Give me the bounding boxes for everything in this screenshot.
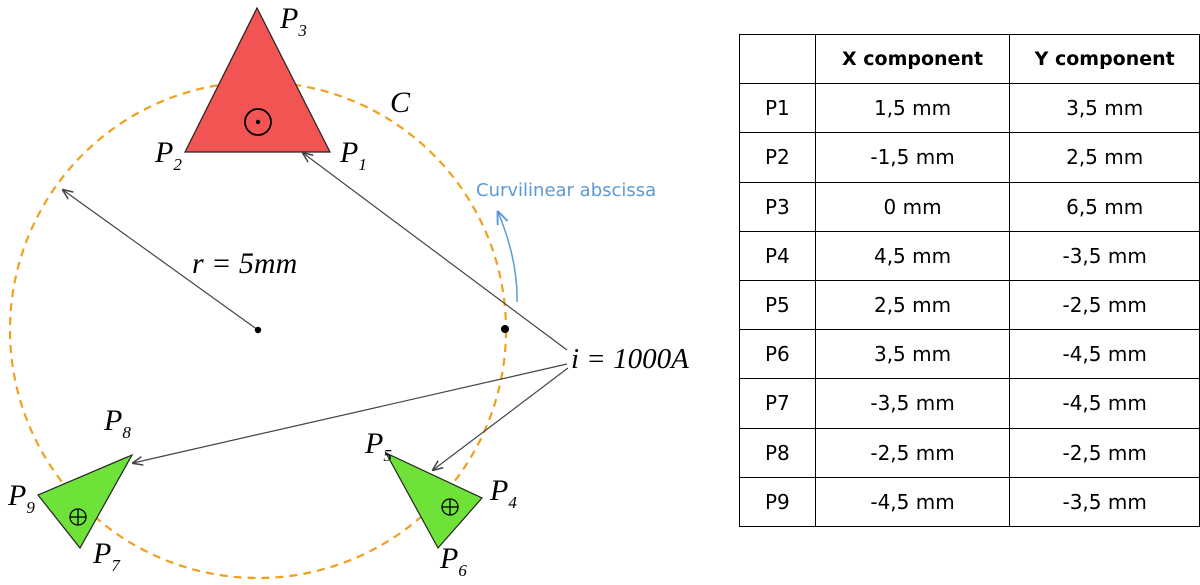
table-cell: 2,5 mm	[814, 279, 1011, 331]
dot-in-circle-icon	[244, 108, 272, 136]
table-row: P4 4,5 mm -3,5 mm	[739, 230, 1200, 281]
table-header-cell: Y component	[1009, 33, 1200, 85]
radius-label: r = 5mm	[192, 247, 297, 280]
table-cell: P5	[739, 279, 816, 331]
label-p9: P9	[7, 479, 35, 517]
table-cell: -3,5 mm	[1009, 476, 1200, 527]
red-conductor	[184, 6, 331, 153]
arrow-to-p5	[433, 367, 569, 470]
table-row: P3 0 mm 6,5 mm	[739, 181, 1200, 232]
table-row: P9 -4,5 mm -3,5 mm	[739, 476, 1200, 527]
table-cell: P4	[739, 230, 816, 281]
coordinates-table-wrapper: X component Y component P1 1,5 mm 3,5 mm…	[739, 33, 1200, 527]
table-cell: P1	[739, 83, 816, 134]
coordinates-table: X component Y component P1 1,5 mm 3,5 mm…	[739, 33, 1200, 527]
point-on-circle	[501, 325, 509, 333]
current-label: i = 1000A	[571, 343, 689, 375]
table-row: P1 1,5 mm 3,5 mm	[739, 83, 1200, 134]
table-cell: 3,5 mm	[814, 329, 1011, 380]
curvilinear-label: Curvilinear abscissa	[476, 180, 656, 201]
label-p7: P7	[92, 537, 121, 575]
table-cell: P2	[739, 132, 816, 183]
table-cell: -3,5 mm	[1009, 230, 1200, 281]
table-cell: -4,5 mm	[1009, 378, 1200, 429]
table-cell: P9	[739, 476, 816, 527]
table-header-cell	[739, 33, 816, 85]
table-cell: -2,5 mm	[814, 427, 1011, 478]
table-cell: -2,5 mm	[1009, 427, 1200, 478]
table-cell: -1,5 mm	[814, 132, 1011, 183]
table-header-cell: X component	[814, 33, 1011, 85]
table-cell: -4,5 mm	[1009, 329, 1200, 380]
green-conductor-left	[37, 453, 134, 550]
table-cell: P7	[739, 378, 816, 429]
label-p6: P6	[439, 542, 467, 580]
table-cell: P6	[739, 329, 816, 380]
cross-in-circle-icon	[69, 508, 87, 526]
radius-arrow	[63, 190, 259, 331]
table-cell: -4,5 mm	[814, 476, 1011, 527]
label-p2: P2	[154, 136, 182, 174]
table-cell: -2,5 mm	[1009, 279, 1200, 331]
green-conductor-right	[384, 451, 483, 550]
table-cell: 0 mm	[814, 181, 1011, 232]
table-cell: 4,5 mm	[814, 230, 1011, 281]
table-row: P5 2,5 mm -2,5 mm	[739, 279, 1200, 331]
table-cell: P3	[739, 181, 816, 232]
table-row: P2 -1,5 mm 2,5 mm	[739, 132, 1200, 183]
cross-in-circle-icon	[441, 498, 459, 516]
conductor-diagram: C r = 5mm i = 1000A Curvilinear abscissa…	[7, 2, 689, 580]
label-p5: P5	[364, 427, 392, 465]
curvilinear-arrow	[498, 212, 518, 303]
table-row: P8 -2,5 mm -2,5 mm	[739, 427, 1200, 478]
table-cell: 1,5 mm	[814, 83, 1011, 134]
circle-center	[254, 326, 262, 334]
circle-label: C	[390, 86, 411, 119]
arrow-to-p1	[303, 153, 568, 351]
table-header-row: X component Y component	[739, 33, 1200, 85]
table-cell: P8	[739, 427, 816, 478]
label-p1: P1	[339, 136, 367, 174]
table-cell: 3,5 mm	[1009, 83, 1200, 134]
table-cell: 6,5 mm	[1009, 181, 1200, 232]
label-p3: P3	[279, 2, 307, 40]
table-row: P6 3,5 mm -4,5 mm	[739, 329, 1200, 380]
table-cell: 2,5 mm	[1009, 132, 1200, 183]
arrow-to-p8	[133, 363, 568, 463]
label-p8: P8	[103, 404, 131, 442]
table-cell: -3,5 mm	[814, 378, 1011, 429]
label-p4: P4	[489, 474, 517, 512]
table-row: P7 -3,5 mm -4,5 mm	[739, 378, 1200, 429]
